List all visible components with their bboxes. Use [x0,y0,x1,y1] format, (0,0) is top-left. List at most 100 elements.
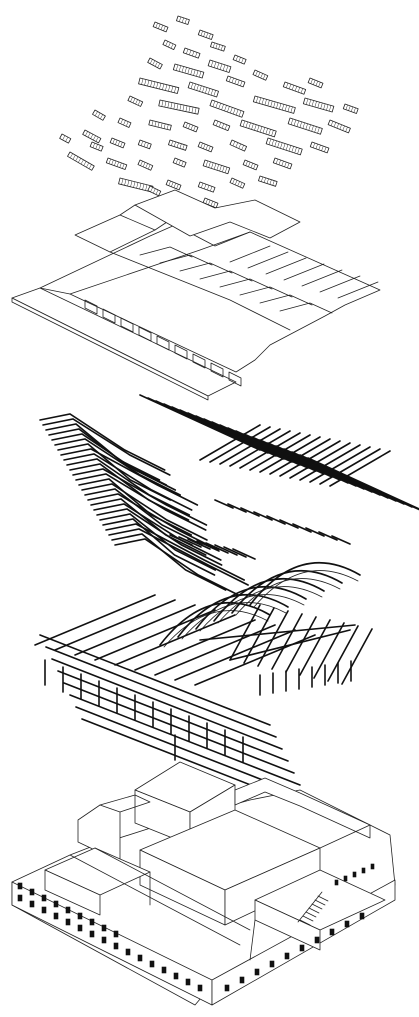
roof-sawtooth-line [199,270,253,282]
skylight-hatch [216,164,219,171]
skylight-panel [282,81,307,95]
skylight-hatch [162,83,165,90]
interior-wall-line [94,847,251,931]
skylight-hatch [326,104,329,111]
skylight-hatch [152,60,156,66]
skylight-hatch [199,85,202,92]
roof-planes-layer [11,189,381,401]
skylight-hatch [276,102,279,109]
base-courtyard-block-front [44,869,101,916]
skylight-hatch [222,64,226,71]
window-lower [149,960,155,968]
skylight-hatch [85,131,88,136]
skylight-hatch [242,120,246,127]
skylight-hatch [157,122,160,128]
skylight-hatch [182,105,185,112]
skylight-hatch [182,144,185,150]
skylight-hatch [205,160,208,167]
roof-ridge-line [337,281,379,299]
skylight-hatch [188,124,191,129]
skylight-hatch [92,143,96,148]
roof-ridge-line [247,251,289,269]
skylight-hatch [329,105,332,112]
skylight-hatch [193,69,196,76]
skylight-hatch [165,41,168,46]
skylight-hatch [133,181,136,188]
skylight-hatch [238,143,241,149]
base-back-wall-right [234,777,371,839]
grid-beam-longitudinal [39,634,271,726]
skylight-hatch [175,159,179,164]
skylight-hatch [114,160,117,166]
skylight-hatch [199,71,202,78]
stair-tread [311,903,323,910]
skylight-hatch [317,102,320,108]
skylight-hatch [235,56,239,61]
skylight-hatch [290,118,294,125]
skylight-hatch [193,83,196,90]
skylight-hatch [317,127,320,134]
grid-beam-transverse [134,619,256,671]
base-exterior-stair [297,891,329,926]
skylight-panel [147,57,163,70]
framing-slat [105,523,245,581]
skylight-panel [105,157,128,170]
skylight-hatch [149,59,153,64]
window-right-facade [269,960,275,968]
interior-wall-line [69,854,241,946]
skylight-hatch [215,43,218,49]
grid-beam-transverse [114,614,236,666]
skylight-hatch [111,159,114,165]
grid-beam-right [257,610,289,667]
skylight-hatch [100,114,104,119]
stair-stringer [297,891,323,923]
skylight-hatch [132,98,136,104]
skylight-hatch [170,102,173,109]
skylight-hatch [188,106,191,113]
window-lower [53,912,59,920]
skylight-hatch [179,16,182,22]
skylight-hatch [136,182,139,189]
roof-sawtooth-line [279,302,333,314]
framing-loose-beam [178,536,202,548]
skylight-panel [252,69,269,81]
window-lower [41,906,47,914]
grid-beam-longitudinal [57,670,289,762]
skylight-hatch [213,202,216,207]
skylight-panel [182,121,199,133]
skylight-hatch [144,79,147,86]
skylight-hatch [238,57,241,62]
window-lower [65,918,71,926]
window-lower [101,936,107,944]
window-right-facade [329,928,335,936]
window-lower [29,900,35,908]
window-upper [29,888,35,896]
skylight-hatch [274,140,277,147]
skylight-hatch [312,142,316,148]
grid-beam-transverse [54,599,176,651]
skylight-hatch [342,125,345,131]
skylight-hatch [245,121,248,128]
skylight-hatch [275,158,279,164]
skylight-hatch [234,78,237,84]
window-lower [161,966,167,974]
skylight-hatch [286,82,289,88]
skylight-hatch [139,183,142,190]
framing-purlin [307,457,419,510]
skylight-panel [242,159,259,171]
skylight-hatch [315,143,318,149]
skylight-hatch [305,123,308,130]
skylight-hatch [227,106,230,113]
grid-beam-right [229,604,261,661]
skylight-hatch [112,138,115,144]
grid-beam-right [299,619,331,676]
framing-rafter [279,440,341,477]
skylight-hatch [250,163,254,168]
framing-loose-beam [187,538,211,550]
skylight-hatch [187,68,190,74]
skylight-hatch [200,30,203,36]
skylight-panel [148,119,172,131]
skylight-hatch [203,31,206,37]
skylight-hatch [324,147,327,152]
grid-beam-longitudinal [51,658,283,750]
